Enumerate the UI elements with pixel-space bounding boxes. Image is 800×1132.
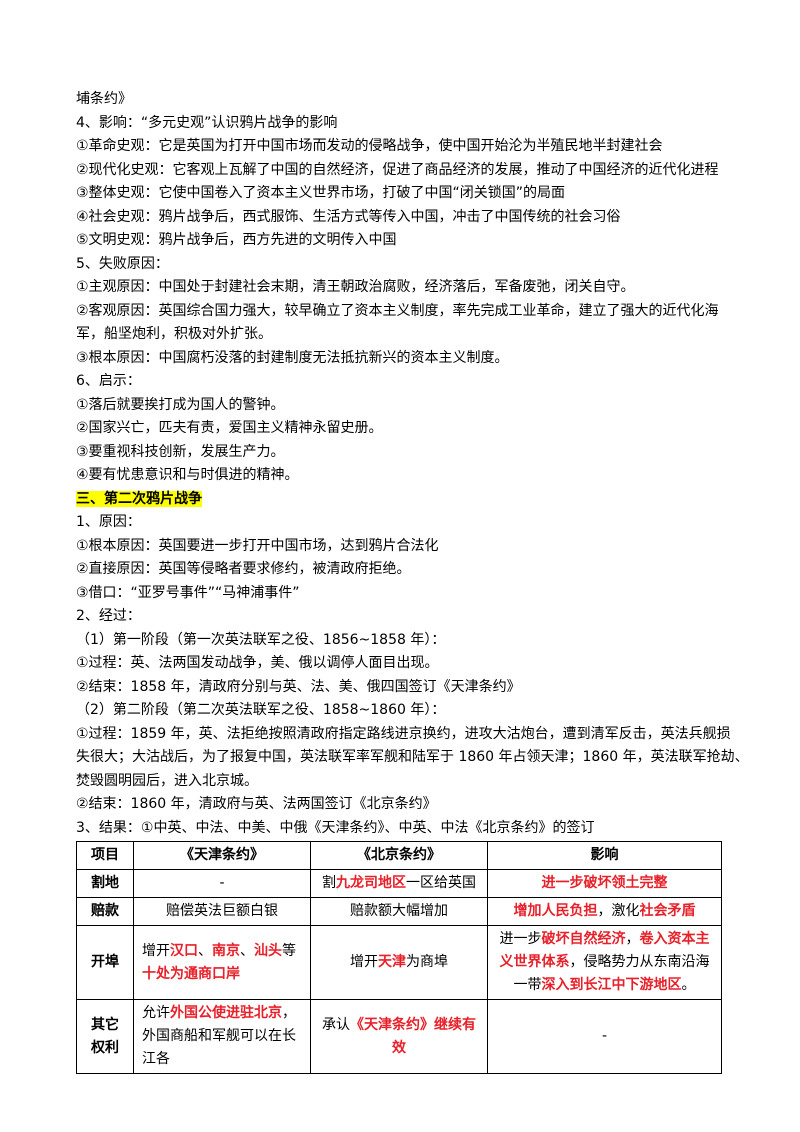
table-row: 割地 - 割九龙司地区一区给英国 进一步破坏领土完整 [76, 869, 722, 898]
cell-impact: 进一步破坏自然经济，卷入资本主义世界体系，侵略势力从东南沿海一带深入到长江中下游… [487, 925, 722, 1000]
text-line: （2）第二阶段（第二次英法联军之役、1858~1860 年）： [76, 702, 446, 718]
text-line: ①主观原因：中国处于封建社会末期，清王朝政治腐败，经济落后，军备废弛，闭关自守。 [76, 279, 635, 295]
text-line: ②直接原因：英国等侵略者要求修约，被清政府拒绝。 [76, 561, 411, 577]
highlight-text: 天津 [378, 954, 406, 970]
text-line: ④要有忧患意识和与时俱进的精神。 [76, 467, 299, 483]
text: 增开 [350, 954, 378, 970]
text-block-middle: 1、原因： ①根本原因：英国要进一步打开中国市场，达到鸦片合法化 ②直接原因：英国等… [76, 511, 749, 840]
highlight-text: 社会矛盾 [639, 903, 696, 919]
text-line: 焚毁圆明园后，进入北京城。 [76, 772, 258, 789]
table-header-tianjin: 《天津条约》 [133, 841, 311, 870]
row-label: 赔款 [76, 897, 134, 926]
text-line: ③借口：“亚罗号事件”“马神浦事件” [76, 584, 300, 601]
cell-impact: 进一步破坏领土完整 [487, 869, 722, 898]
highlight-text: 外国公使进驻北京 [170, 1005, 282, 1021]
highlight-text: 《天津条约》继续有效 [350, 1016, 476, 1056]
text-line: ⑤文明史观：鸦片战争后，西方先进的文明传入中国 [76, 232, 397, 248]
highlight-text: 增加人民负担 [513, 903, 598, 919]
text: 、 [198, 942, 212, 959]
text: 增开 [142, 942, 170, 959]
row-label: 其它权利 [76, 999, 134, 1074]
text: 为商埠 [406, 954, 448, 970]
text-line: 失很大；大沽战后，为了报复中国，英法联军率军舰和陆军于 1860 年占领天津；1… [76, 749, 749, 765]
table-header-item: 项目 [76, 841, 134, 870]
text-line: （1）第一阶段（第一次英法联军之役、1856~1858 年）： [76, 631, 446, 648]
text-line: 4、影响：“多元史观”认识鸦片战争的影响 [76, 114, 338, 131]
text-line: ③根本原因：中国腐朽没落的封建制度无法抵抗新兴的资本主义制度。 [76, 349, 509, 366]
highlight-text: 破坏自然经济 [541, 931, 626, 947]
table-row: 其它权利 允许外国公使进驻北京，外国商船和军舰可以在长江各 承认《天津条约》继续… [76, 999, 722, 1074]
text-line: 6、启示： [76, 373, 141, 389]
text-line: ④社会史观：鸦片战争后，西式服饰、生活方式等传入中国，冲击了中国传统的社会习俗 [76, 208, 621, 225]
text-line: ①落后就要挨打成为国人的警钟。 [76, 396, 285, 413]
highlight-text: 九龙司地区 [336, 875, 406, 891]
text-line: ③要重视科技创新，发展生产力。 [76, 443, 285, 460]
cell-beijing: 承认《天津条约》继续有效 [310, 999, 488, 1074]
highlight-text: 进一步破坏领土完整 [541, 875, 668, 891]
text-line: 埔条约》 [76, 91, 132, 107]
text: ，外国商船和军舰可以在长江各 [142, 1005, 296, 1067]
cell-tianjin: 增开汉口、南京、汕头等十处为通商口岸 [133, 925, 311, 1000]
table-header-beijing: 《北京条约》 [310, 841, 488, 870]
highlight-text: 汉口 [170, 942, 198, 959]
cell-beijing: 赔款额大幅增加 [310, 897, 488, 926]
text: 。 [681, 977, 696, 993]
text: 进一步 [499, 931, 542, 947]
row-label: 开埠 [76, 925, 134, 1000]
text: ，侵略势力从东南沿海一带 [513, 954, 710, 993]
highlight-text: 汕头 [254, 942, 282, 959]
text-line: 3、结果：①中英、中法、中美、中俄《天津条约》、中英、中法《北京条约》的签订 [76, 819, 595, 836]
text: 、 [240, 942, 254, 959]
text: ，激化 [597, 903, 640, 919]
text-line: 军，船坚炮利，积极对外扩张。 [76, 326, 272, 342]
text-line: ②结束：1860 年，清政府与英、法两国签订《北京条约》 [76, 796, 437, 812]
text: 承认 [322, 1016, 350, 1033]
text: 割 [322, 875, 336, 891]
text: 一区给英国 [406, 875, 476, 891]
cell-tianjin: 允许外国公使进驻北京，外国商船和军舰可以在长江各 [133, 999, 311, 1074]
table-header-impact: 影响 [487, 841, 722, 870]
text-line: 1、原因： [76, 514, 141, 530]
text-line: ③整体史观：它使中国卷入了资本主义世界市场，打破了中国“闭关锁国”的局面 [76, 185, 566, 201]
text-line: ②国家兴亡，匹夫有责，爱国主义精神永留史册。 [76, 420, 383, 436]
table-row: 开埠 增开汉口、南京、汕头等十处为通商口岸 增开天津为商埠 进一步破坏自然经济，… [76, 925, 722, 1000]
cell-impact: - [487, 999, 722, 1074]
text-line: ②结束：1858 年，清政府分别与英、法、美、俄四国签订《天津条约》 [76, 678, 521, 695]
treaty-comparison-table: 项目 《天津条约》 《北京条约》 影响 割地 - 割九龙司地区一区给英国 进一步… [76, 841, 722, 1074]
cell-tianjin: 赔偿英法巨额白银 [133, 897, 311, 926]
cell-beijing: 增开天津为商埠 [310, 925, 488, 1000]
highlight-text: 十处为通商口岸 [142, 965, 240, 982]
document-page: 埔条约》 4、影响：“多元史观”认识鸦片战争的影响 ①革命史观：它是英国为打开中国市… [76, 88, 749, 1074]
text: 等 [282, 942, 296, 959]
highlight-text: 深入到长江中下游地区 [541, 977, 682, 993]
text: 允许 [142, 1005, 170, 1021]
table-row: 赔款 赔偿英法巨额白银 赔款额大幅增加 增加人民负担，激化社会矛盾 [76, 897, 722, 926]
cell-impact: 增加人民负担，激化社会矛盾 [487, 897, 722, 926]
text-line: ②客观原因：英国综合国力强大，较早确立了资本主义制度，率先完成工业革命，建立了强… [76, 302, 719, 319]
text-line: 5、失败原因： [76, 255, 169, 272]
section-heading: 三、第二次鸦片战争 [76, 488, 726, 512]
text-line: ①过程：1859 年，英、法拒绝按照清政府指定路线进京换约，进攻大沽炮台，遭到清… [76, 725, 731, 742]
text: ， [625, 931, 640, 947]
highlight-text: 南京 [212, 942, 240, 959]
section-heading-text: 三、第二次鸦片战争 [76, 490, 202, 507]
text-line: ②现代化史观：它客观上瓦解了中国的自然经济，促进了商品经济的发展，推动了中国经济… [76, 161, 719, 178]
text-line: ①根本原因：英国要进一步打开中国市场，达到鸦片合法化 [76, 537, 439, 554]
text-line: 2、经过： [76, 608, 141, 624]
cell-beijing: 割九龙司地区一区给英国 [310, 869, 488, 898]
cell-tianjin: - [133, 869, 311, 898]
highlight-text: 卷入资本主义世界体系 [499, 931, 710, 970]
row-label: 割地 [76, 869, 134, 898]
text-line: ①革命史观：它是英国为打开中国市场而发动的侵略战争，使中国开始沦为半殖民地半封建… [76, 138, 663, 154]
text-block-top: 埔条约》 4、影响：“多元史观”认识鸦片战争的影响 ①革命史观：它是英国为打开中国市… [76, 88, 726, 488]
table-header-row: 项目 《天津条约》 《北京条约》 影响 [76, 841, 722, 870]
text-line: ①过程：英、法两国发动战争，美、俄以调停人面目出现。 [76, 655, 439, 671]
